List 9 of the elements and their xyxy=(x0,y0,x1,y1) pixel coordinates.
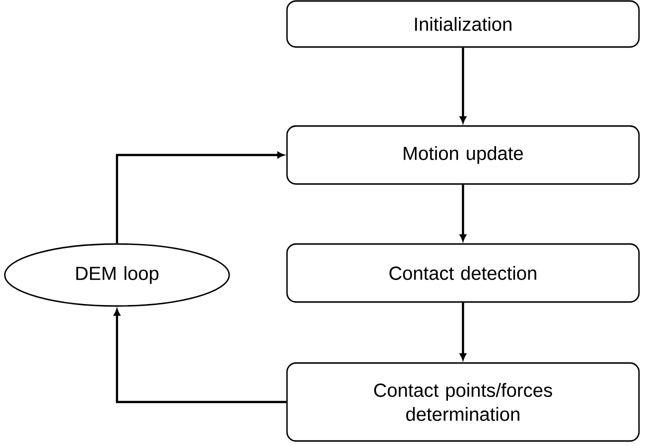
process-box: Contact detection xyxy=(286,243,640,303)
arrow xyxy=(460,302,466,360)
arrow xyxy=(116,152,284,244)
process-box: Contact points/forces determination xyxy=(286,362,640,442)
arrow xyxy=(460,48,466,124)
arrow xyxy=(460,184,466,242)
arrow xyxy=(114,308,286,404)
process-box: Motion update xyxy=(286,125,640,185)
process-box: Initialization xyxy=(286,0,640,48)
